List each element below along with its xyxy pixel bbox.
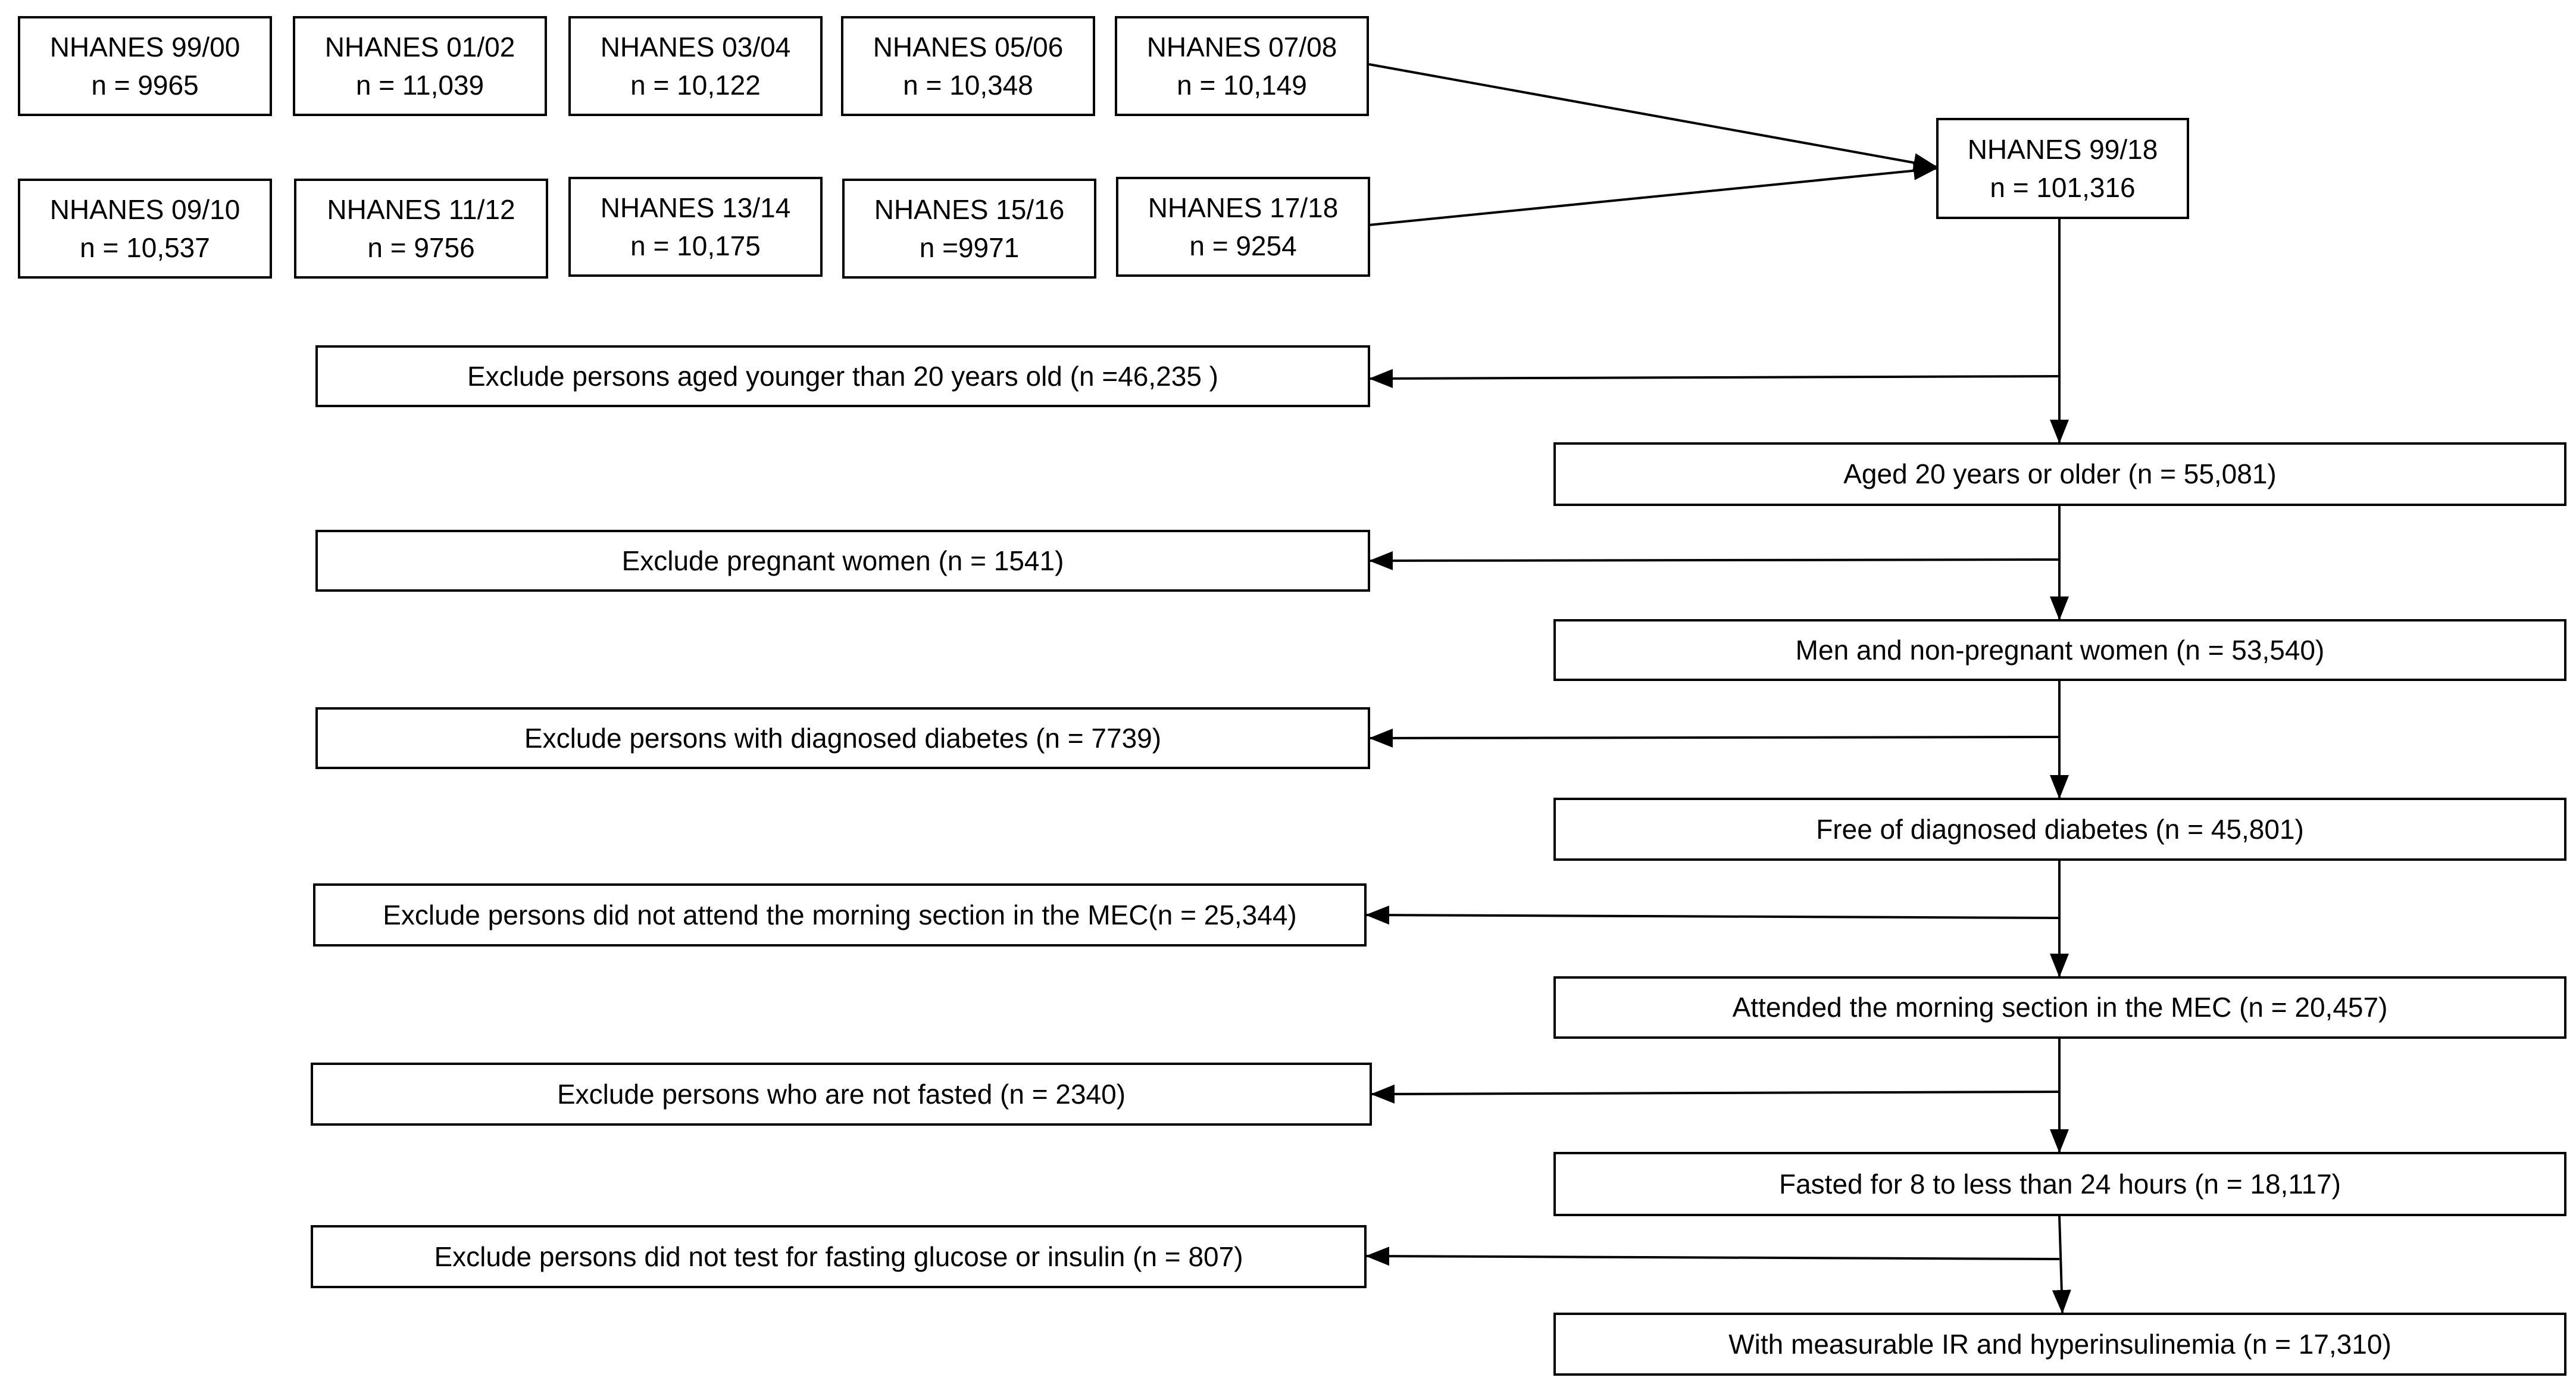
source-count: n = 11,039	[355, 70, 484, 101]
source-box: NHANES 05/06 n = 10,348	[841, 16, 1095, 116]
source-box: NHANES 99/00 n = 9965	[18, 16, 272, 116]
inclusion-label: Aged 20 years or older (n = 55,081)	[1843, 458, 2277, 490]
source-count: n =9971	[919, 232, 1020, 263]
source-box: NHANES 17/18 n = 9254	[1116, 177, 1370, 277]
trunk-line-6	[2052, 1216, 2071, 1314]
exclusion-label: Exclude persons did not test for fasting…	[434, 1241, 1243, 1272]
inclusion-label: Free of diagnosed diabetes (n = 45,801)	[1816, 813, 2304, 845]
source-box: NHANES 15/16 n =9971	[842, 179, 1096, 279]
source-name: NHANES 13/14	[600, 192, 791, 223]
source-name: NHANES 05/06	[873, 31, 1064, 63]
exclusion-label: Exclude persons did not attend the morni…	[383, 899, 1297, 930]
exclusion-arrow-3	[1369, 728, 2060, 748]
source-box: NHANES 13/14 n = 10,175	[568, 177, 823, 277]
source-count: n = 10,348	[903, 70, 1033, 101]
source-count: n = 10,175	[630, 230, 761, 261]
inclusion-box: Fasted for 8 to less than 24 hours (n = …	[1553, 1152, 2566, 1216]
inclusion-label: Fasted for 8 to less than 24 hours (n = …	[1779, 1168, 2341, 1200]
source-count: n = 9254	[1189, 230, 1297, 261]
exclusion-arrow-1	[1369, 368, 2060, 388]
exclusion-box: Exclude persons with diagnosed diabetes …	[315, 707, 1370, 769]
inclusion-label: Attended the morning section in the MEC …	[1732, 992, 2388, 1023]
inclusion-box: Free of diagnosed diabetes (n = 45,801)	[1553, 798, 2566, 861]
source-name: NHANES 03/04	[600, 31, 791, 63]
source-box: NHANES 11/12 n = 9756	[294, 179, 548, 279]
source-name: NHANES 07/08	[1146, 31, 1337, 63]
exclusion-box: Exclude persons did not attend the morni…	[313, 883, 1367, 947]
exclusion-box: Exclude pregnant women (n = 1541)	[315, 530, 1370, 592]
exclusion-arrow-6	[1365, 1247, 2060, 1266]
exclusion-box: Exclude persons who are not fasted (n = …	[311, 1063, 1372, 1126]
source-count: n = 9965	[91, 70, 199, 101]
source-count: n = 9756	[367, 232, 475, 263]
source-count: n = 10,537	[80, 232, 210, 263]
exclusion-box: Exclude persons aged younger than 20 yea…	[315, 345, 1370, 407]
inclusion-label: With measurable IR and hyperinsulinemia …	[1728, 1328, 2391, 1360]
source-box: NHANES 01/02 n = 11,039	[293, 16, 547, 116]
source-box: NHANES 03/04 n = 10,122	[568, 16, 823, 116]
inclusion-box: Aged 20 years or older (n = 55,081)	[1553, 442, 2566, 506]
source-name: NHANES 99/00	[49, 31, 240, 63]
inclusion-box: With measurable IR and hyperinsulinemia …	[1553, 1313, 2566, 1376]
exclusion-label: Exclude persons aged younger than 20 yea…	[467, 360, 1218, 392]
exclusion-arrow-5	[1371, 1084, 2060, 1104]
exclusion-box: Exclude persons did not test for fasting…	[311, 1225, 1367, 1288]
source-name: NHANES 17/18	[1148, 192, 1339, 223]
source-name: NHANES 15/16	[874, 193, 1065, 225]
inclusion-box: Men and non-pregnant women (n = 53,540)	[1553, 619, 2566, 681]
pooled-name: NHANES 99/18	[1967, 133, 2158, 165]
exclusion-label: Exclude pregnant women (n = 1541)	[621, 545, 1064, 576]
inclusion-box: Attended the morning section in the MEC …	[1553, 976, 2566, 1039]
arrow-17-18-to-pooled	[1368, 161, 1937, 226]
source-name: NHANES 11/12	[327, 193, 515, 225]
pooled-count: n = 101,316	[1990, 172, 2136, 203]
exclusion-label: Exclude persons with diagnosed diabetes …	[524, 722, 1162, 754]
exclusion-arrow-2	[1369, 551, 2060, 570]
source-name: NHANES 09/10	[49, 193, 240, 225]
arrow-07-08-to-pooled	[1368, 63, 1937, 172]
source-box: NHANES 07/08 n = 10,149	[1115, 16, 1369, 116]
exclusion-arrow-4	[1365, 905, 2060, 925]
source-box: NHANES 09/10 n = 10,537	[18, 179, 272, 279]
inclusion-label: Men and non-pregnant women (n = 53,540)	[1795, 634, 2325, 666]
exclusion-label: Exclude persons who are not fasted (n = …	[557, 1078, 1126, 1110]
source-count: n = 10,122	[630, 70, 761, 101]
source-count: n = 10,149	[1177, 70, 1307, 101]
pooled-box: NHANES 99/18 n = 101,316	[1936, 118, 2189, 219]
source-name: NHANES 01/02	[324, 31, 515, 63]
